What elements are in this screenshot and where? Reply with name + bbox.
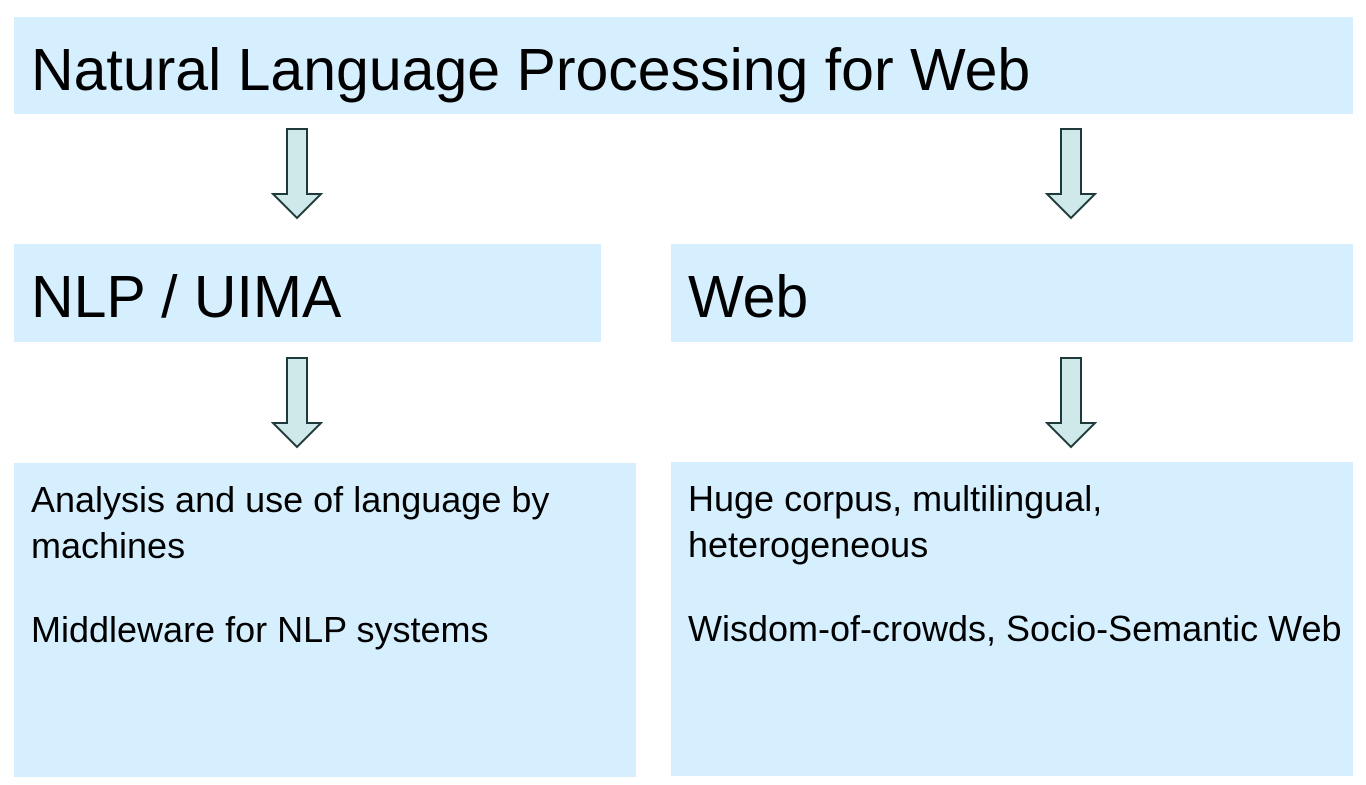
web-heading: Web <box>688 264 809 330</box>
web-points: Huge corpus, multilingual, heterogeneous… <box>688 476 1343 690</box>
title-box: Natural Language Processing for Web <box>14 17 1353 114</box>
down-arrow-icon <box>1045 357 1097 449</box>
nlp-uima-points: Analysis and use of language by machines… <box>31 477 626 691</box>
nlp-uima-point: Analysis and use of language by machines <box>31 479 550 566</box>
diagram-title: Natural Language Processing for Web <box>31 37 1031 103</box>
down-arrow-icon <box>1045 128 1097 220</box>
web-details-box: Huge corpus, multilingual, heterogeneous… <box>671 462 1353 776</box>
web-point: Wisdom-of-crowds, Socio-Semantic Web <box>688 608 1342 649</box>
nlp-uima-heading: NLP / UIMA <box>31 264 342 330</box>
nlp-uima-details-box: Analysis and use of language by machines… <box>14 463 636 777</box>
down-arrow-icon <box>271 357 323 449</box>
down-arrow-icon <box>271 128 323 220</box>
nlp-uima-box: NLP / UIMA <box>14 244 601 342</box>
web-box: Web <box>671 244 1353 342</box>
nlp-uima-point: Middleware for NLP systems <box>31 609 489 650</box>
web-point: Huge corpus, multilingual, heterogeneous <box>688 478 1103 565</box>
